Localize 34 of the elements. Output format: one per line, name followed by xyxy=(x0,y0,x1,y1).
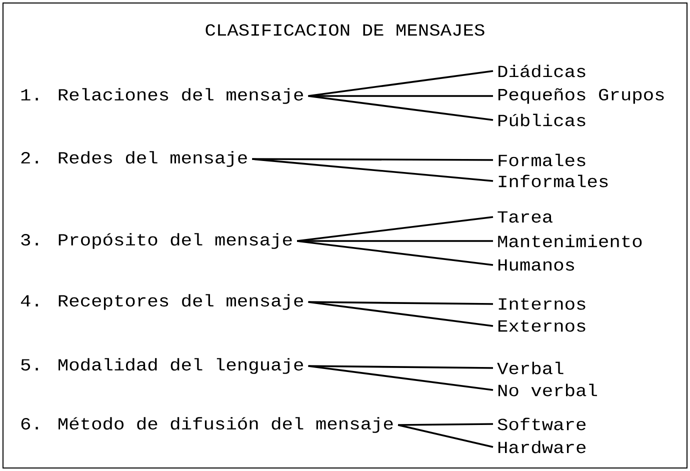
category-label: 4. Receptores del mensaje xyxy=(20,294,304,310)
title: CLASIFICACION DE MENSAJES xyxy=(206,24,484,36)
item-label: Verbal xyxy=(497,362,564,374)
branch-line xyxy=(308,365,494,369)
branch-line xyxy=(398,423,494,426)
category-label: 5. Modalidad del lenguaje xyxy=(21,358,304,374)
item-label: Pequeños Grupos xyxy=(498,88,664,104)
branch-line xyxy=(252,158,494,182)
branch-line xyxy=(308,95,493,97)
branch-line xyxy=(308,95,494,121)
item-label: Hardware xyxy=(498,440,586,454)
branch-line xyxy=(308,70,494,97)
item-label: Humanos xyxy=(498,259,574,271)
item-label: Software xyxy=(498,418,586,430)
branch-line xyxy=(398,424,494,448)
item-label: No verbal xyxy=(498,384,597,396)
category-label: 3. Propósito del mensaje xyxy=(21,233,292,249)
category-label: 6. Método de difusión del mensaje xyxy=(21,417,393,433)
item-label: Externos xyxy=(498,320,586,332)
item-label: Formales xyxy=(498,154,586,166)
item-label: Diádicas xyxy=(498,64,586,78)
branch-line xyxy=(308,365,494,391)
item-label: Tarea xyxy=(498,211,552,223)
category-label: 1. Relaciones del mensaje xyxy=(21,88,304,104)
category-label: 2. Redes del mensaje xyxy=(21,151,247,167)
item-label: Públicas xyxy=(498,114,586,126)
item-label: Informales xyxy=(498,174,608,188)
branch-line xyxy=(252,158,493,161)
item-label: Mantenimiento xyxy=(498,234,642,248)
branch-line xyxy=(308,301,494,327)
branch-line xyxy=(308,301,494,305)
branch-line xyxy=(297,240,493,242)
branch-line xyxy=(296,240,494,266)
item-label: Internos xyxy=(498,298,586,310)
